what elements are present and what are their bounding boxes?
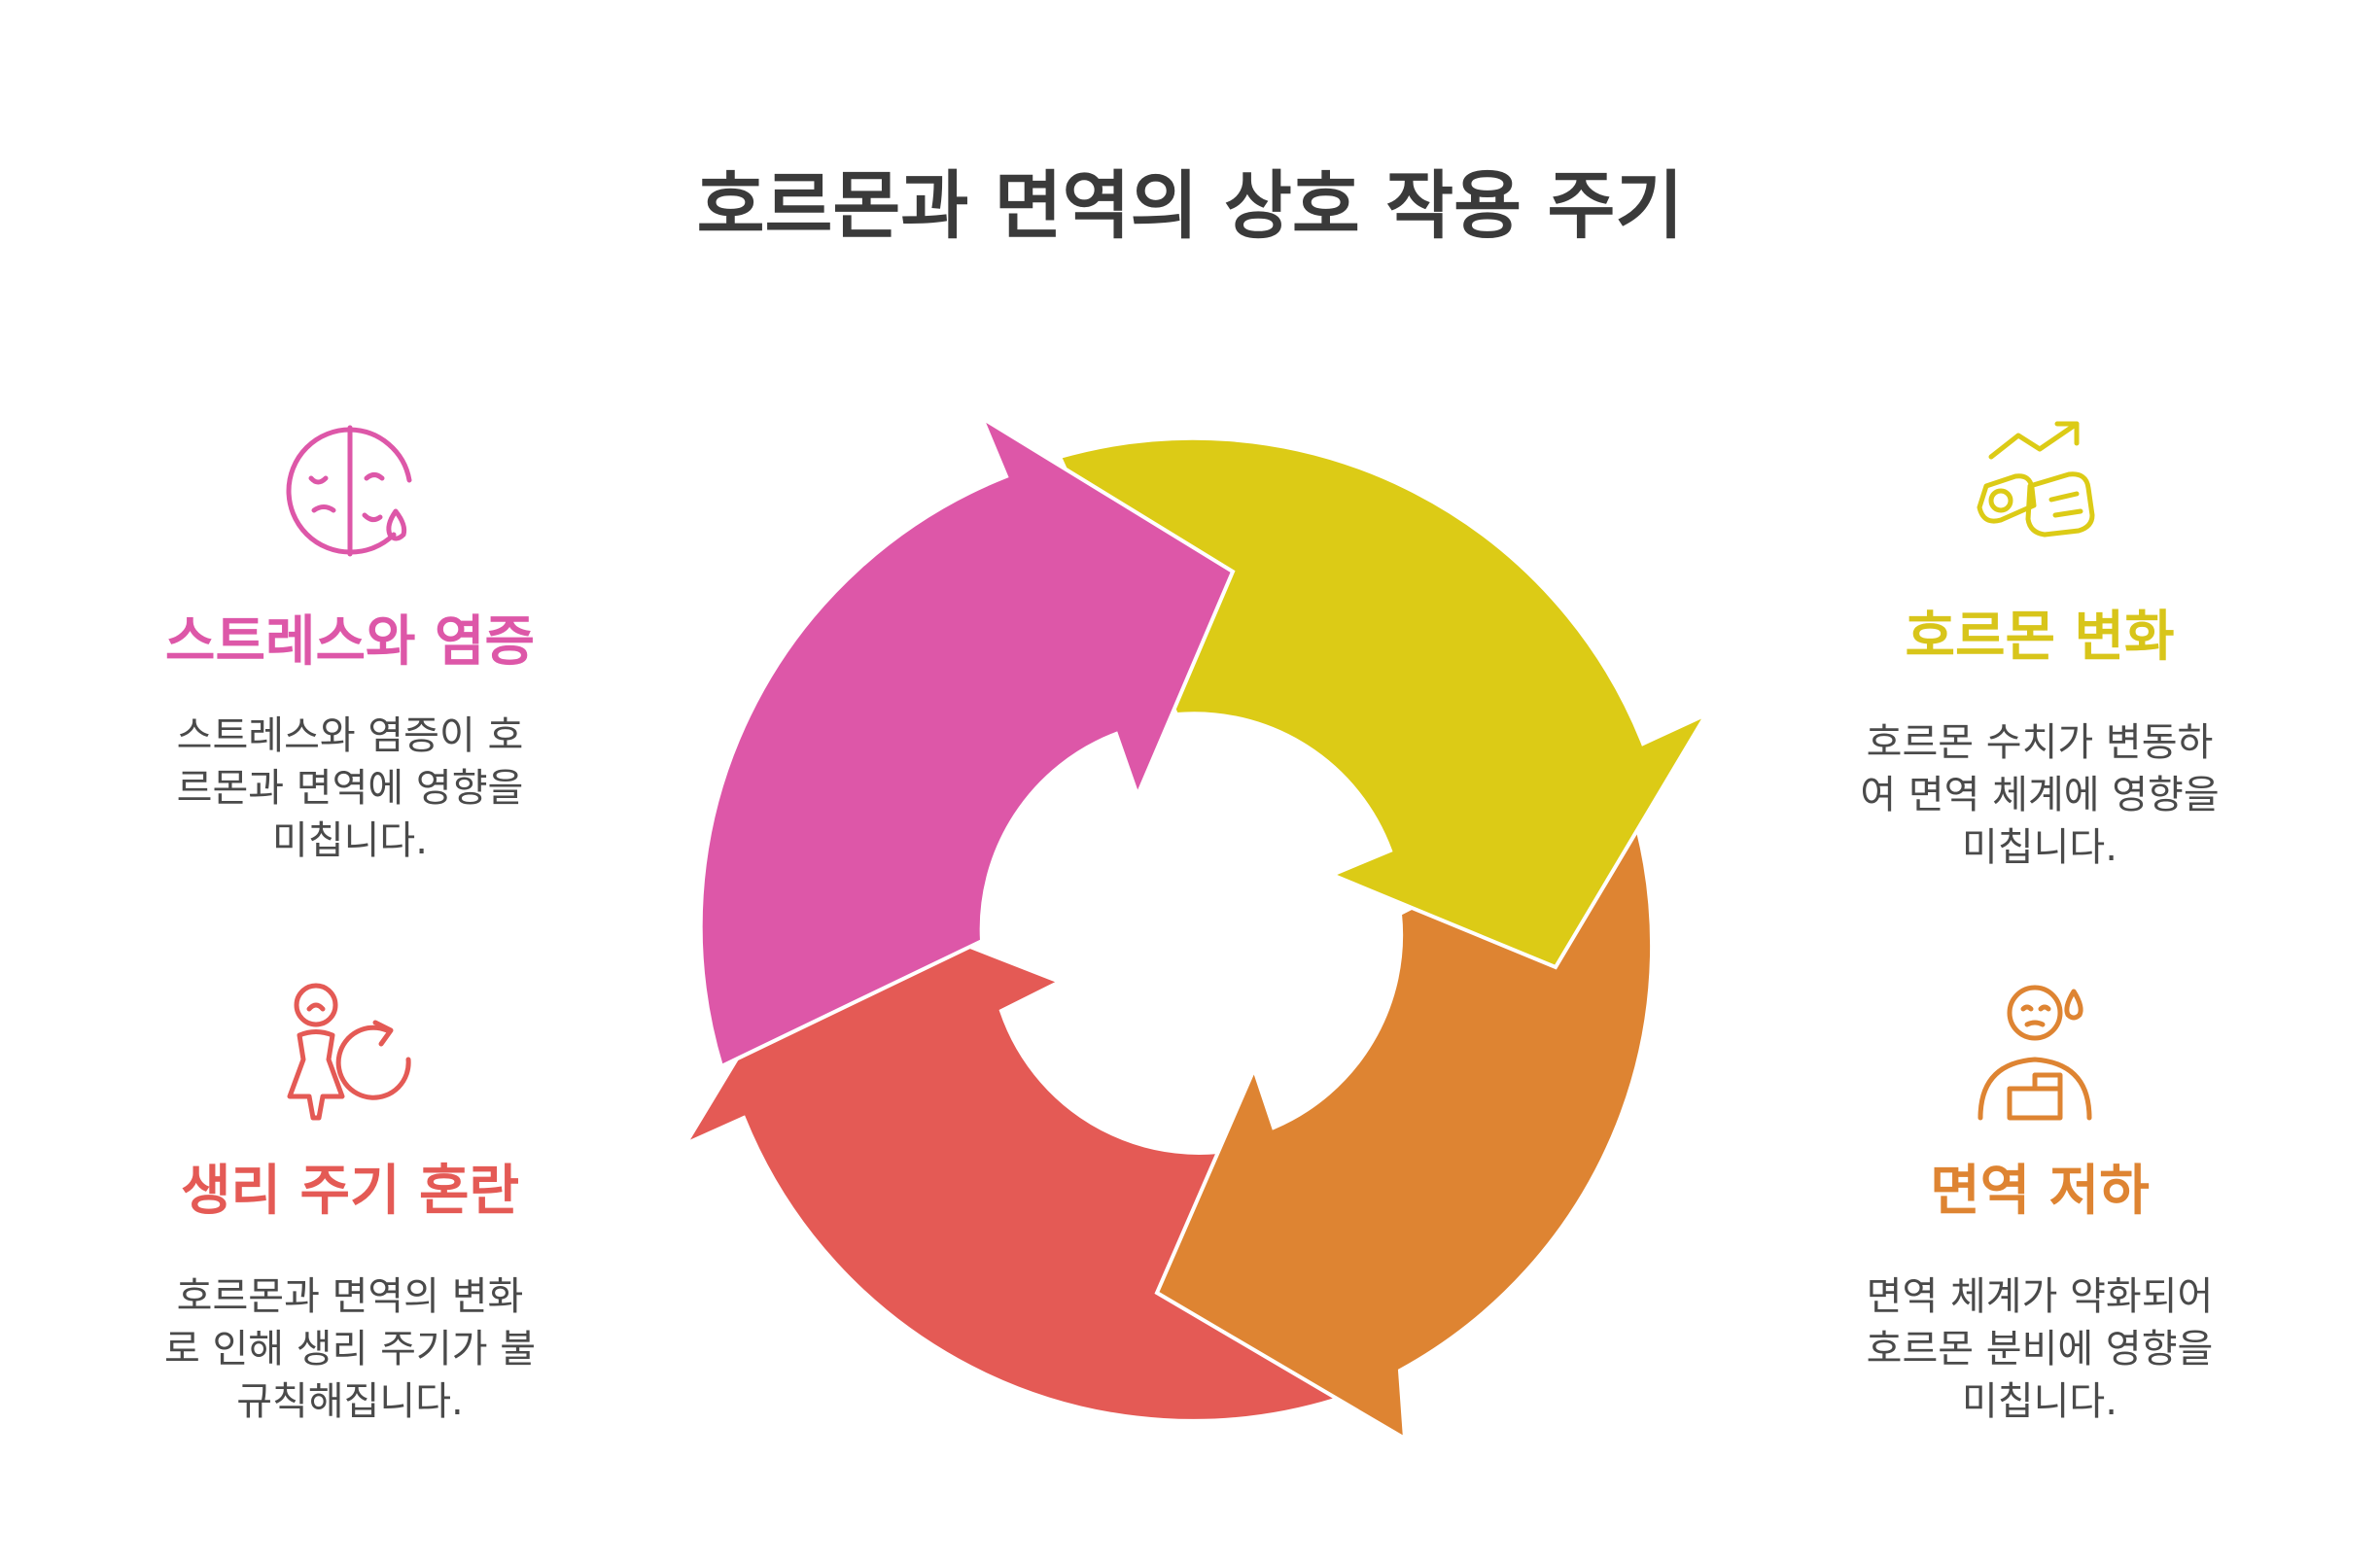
stage-description: 호르몬 수치가 변동하 여 면역 체계에 영향을 미칩니다. xyxy=(1768,716,2312,874)
stage-title: 스트레스와 염증 xyxy=(164,610,536,674)
stage-description-line: 호르몬 분비에 영향을 xyxy=(1866,1327,2214,1372)
stage-cycle: 생리 주기 혼란 호르몬과 면역의 변화 로 인해 생리 주기가 불 규칙해집니… xyxy=(78,982,622,1428)
stage-description-line: 호르몬 수치가 변동하 xyxy=(1866,720,2214,765)
sick-person-icon xyxy=(1978,985,2092,1121)
stage-hormone: 호르몬 변화 호르몬 수치가 변동하 여 면역 체계에 영향을 미칩니다. xyxy=(1768,418,2312,874)
page-title: 호르몬과 면역의 상호 작용 주기 xyxy=(696,162,1684,249)
stage-description: 면역 체계가 약화되어 호르몬 분비에 영향을 미칩니다. xyxy=(1768,1270,2312,1428)
stage-description-line: 미칩니다. xyxy=(1962,1379,2118,1424)
stage-description-line: 규칙해집니다. xyxy=(236,1379,464,1424)
stage-description: 호르몬과 면역의 변화 로 인해 생리 주기가 불 규칙해집니다. xyxy=(78,1270,622,1428)
stage-immune: 면역 저하 면역 체계가 약화되어 호르몬 분비에 영향을 미칩니다. xyxy=(1768,982,2312,1428)
stage-title: 면역 저하 xyxy=(1930,1160,2150,1223)
woman-cycle-icon xyxy=(287,983,411,1121)
stage-title: 생리 주기 혼란 xyxy=(180,1160,520,1223)
stage-description-line: 미칩니다. xyxy=(272,818,428,863)
rising-trend-pills-icon xyxy=(1977,421,2095,538)
stage-description-line: 면역 체계가 약화되어 xyxy=(1866,1274,2214,1319)
stage-title: 호르몬 변화 xyxy=(1905,606,2175,669)
stage-description-line: 호르몬과 면역의 변화 xyxy=(176,1274,524,1319)
half-sad-face-tear-icon xyxy=(286,425,412,557)
stage-description-line: 로 인해 생리 주기가 불 xyxy=(163,1327,537,1372)
stage-description-line: 여 면역 체계에 영향을 xyxy=(1860,773,2220,817)
stage-description-line: 미칩니다. xyxy=(1962,825,2118,870)
stage-description: 스트레스와 염증이 호 르몬과 면역에 영향을 미칩니다. xyxy=(78,710,622,867)
stage-description-line: 르몬과 면역에 영향을 xyxy=(176,766,524,811)
cycle-arrow-magenta xyxy=(698,413,1236,1069)
stage-description-line: 스트레스와 염증이 호 xyxy=(176,713,524,758)
stage-stress: 스트레스와 염증 스트레스와 염증이 호 르몬과 면역에 영향을 미칩니다. xyxy=(78,418,622,863)
